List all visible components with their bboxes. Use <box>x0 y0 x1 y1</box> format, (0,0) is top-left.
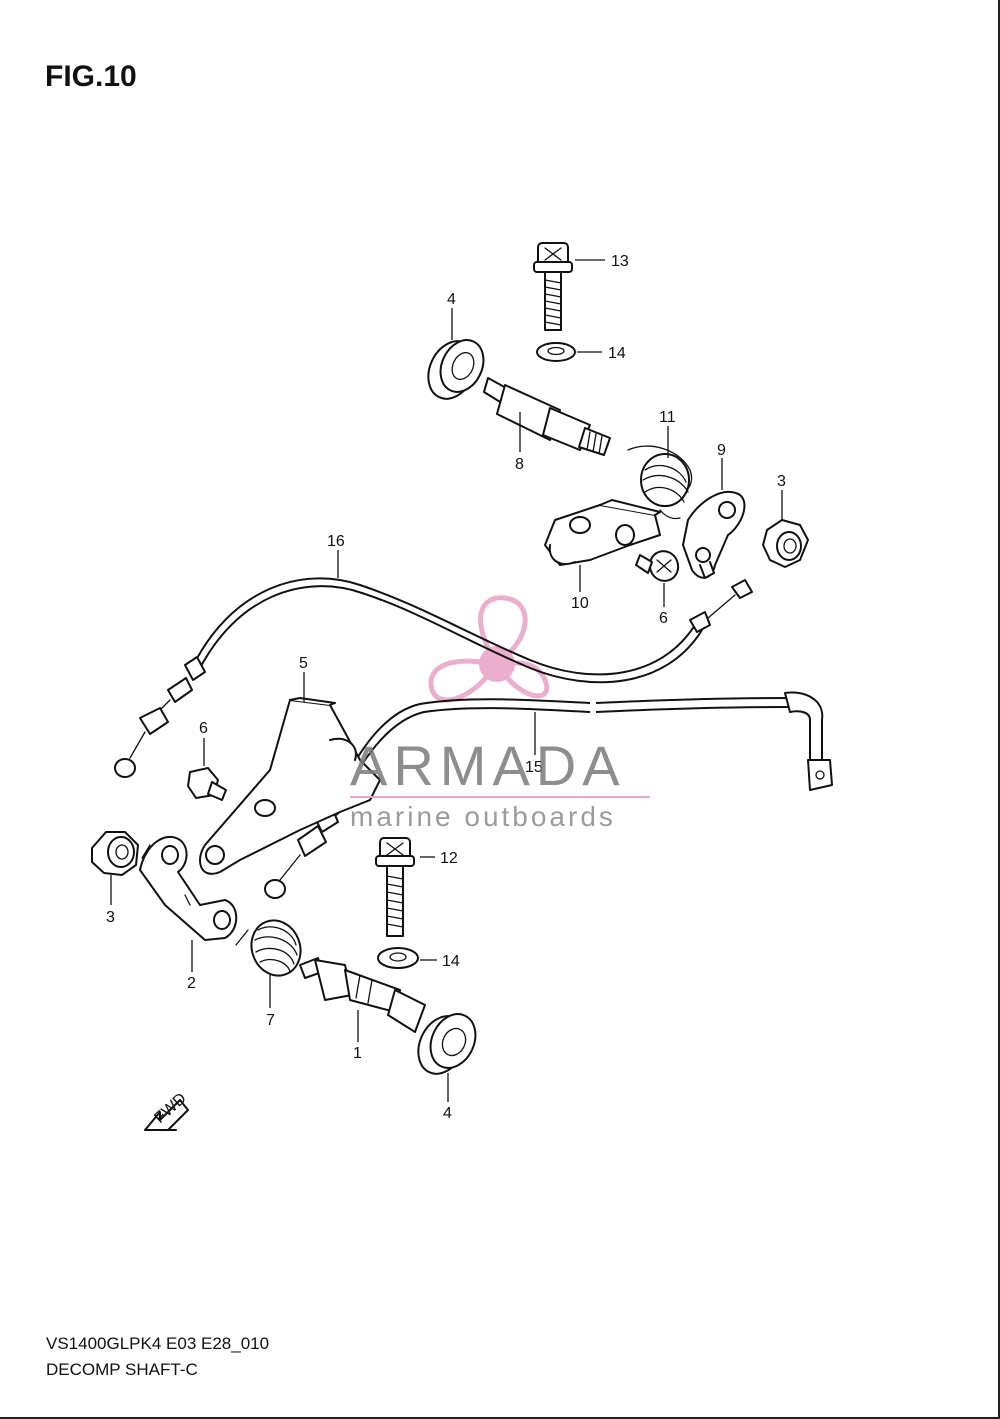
cable-15 <box>264 691 833 899</box>
callout-16: 16 <box>327 533 345 550</box>
callout-6-lower: 6 <box>199 720 208 737</box>
cable-16 <box>114 577 753 778</box>
lever-2 <box>139 835 238 941</box>
callout-3-lower: 3 <box>106 909 115 926</box>
watermark-brand: ARMADA <box>350 734 626 797</box>
callout-14-upper: 14 <box>608 345 626 362</box>
callout-11: 11 <box>659 409 676 426</box>
watermark-propeller-logo <box>428 595 550 703</box>
screw-6-lower <box>187 767 227 801</box>
fwd-arrow-icon: FWD <box>144 1090 190 1131</box>
callout-7: 7 <box>266 1012 275 1029</box>
bolt-13 <box>533 242 573 331</box>
shaft-8 <box>483 377 611 456</box>
callout-5: 5 <box>299 655 308 672</box>
washer-14-lower <box>377 947 419 969</box>
washer-14-upper <box>536 342 576 362</box>
screw-6-upper <box>635 550 680 582</box>
callout-3-upper: 3 <box>777 473 786 490</box>
callout-4-lower: 4 <box>443 1105 452 1122</box>
bolt-12 <box>375 837 415 937</box>
callout-15: 15 <box>525 759 543 776</box>
bracket-10 <box>544 499 661 566</box>
lever-9 <box>682 490 746 579</box>
diagram-name: DECOMP SHAFT-C <box>46 1360 198 1379</box>
bearing-4-lower <box>417 1013 477 1075</box>
nut-3-upper <box>762 519 809 568</box>
spring-11 <box>627 445 693 520</box>
callout-1: 1 <box>353 1045 362 1062</box>
leader-lines <box>110 259 783 1102</box>
figure-title: FIG.10 <box>45 60 137 93</box>
callout-10: 10 <box>571 595 589 612</box>
shaft-1 <box>299 957 426 1033</box>
callout-9: 9 <box>717 442 726 459</box>
diagram-code: VS1400GLPK4 E03 E28_010 <box>46 1334 270 1353</box>
callout-6-upper: 6 <box>659 610 668 627</box>
callout-2: 2 <box>187 975 196 992</box>
callout-12: 12 <box>440 850 458 867</box>
nut-3-lower <box>91 831 139 876</box>
spring-7 <box>235 919 302 977</box>
callout-14-lower: 14 <box>442 953 460 970</box>
callout-8: 8 <box>515 456 524 473</box>
bearing-4-upper <box>427 339 485 400</box>
callout-4-upper: 4 <box>447 291 456 308</box>
bracket-plate-5 <box>199 697 381 875</box>
callout-13: 13 <box>611 253 629 270</box>
watermark-tagline: marine outboards <box>350 801 616 832</box>
